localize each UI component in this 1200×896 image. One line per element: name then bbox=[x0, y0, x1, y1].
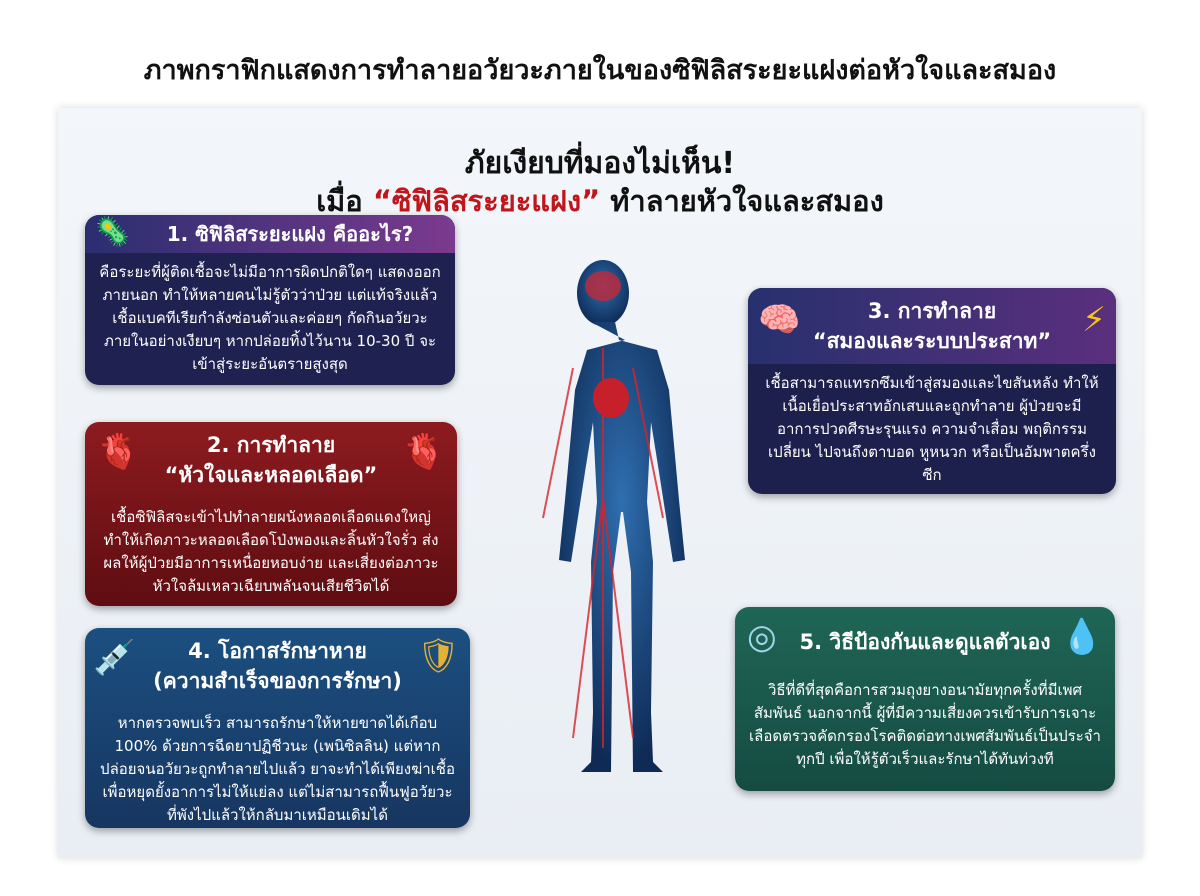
condom-icon: ◎ bbox=[747, 617, 777, 657]
panel-title: 5. วิธีป้องกันและดูแลตัวเอง bbox=[799, 630, 1051, 654]
panel-title: 1. ซิฟิลิสระยะแฝง คืออะไร? bbox=[85, 215, 455, 253]
panel-prevention: 5. วิธีป้องกันและดูแลตัวเอง วิธีที่ดีที่… bbox=[735, 607, 1115, 791]
infographic-poster: ภัยเงียบที่มองไม่เห็น! เมื่อ “ซิฟิลิสระย… bbox=[58, 108, 1142, 858]
page-title: ภาพกราฟิกแสดงการทำลายอวัยวะภายในของซิฟิล… bbox=[143, 55, 1057, 86]
panel-title-line1: 4. โอกาสรักษาหาย bbox=[188, 639, 367, 663]
germ-icon: 🦠 bbox=[95, 215, 130, 248]
panel-brain-damage: 3. การทำลาย “สมองและระบบประสาท” เชื้อสามา… bbox=[748, 288, 1116, 494]
heart-icon: 🫀 bbox=[97, 432, 140, 472]
panel-title-line2: “หัวใจและหลอดเลือด” bbox=[164, 463, 378, 487]
syringe-icon: 💉 bbox=[93, 638, 136, 678]
shield-check-icon: 🛡 bbox=[416, 636, 460, 676]
subheadline: เมื่อ “ซิฟิลิสระยะแฝง” ทำลายหัวใจและสมอง bbox=[58, 178, 1142, 224]
panel-body: เชื้อซิฟิลิสจะเข้าไปทำลายผนังหลอดเลือดแด… bbox=[103, 508, 439, 595]
brain-highlight bbox=[585, 271, 621, 301]
panel-treatment: 4. โอกาสรักษาหาย(ความสำเร็จของการรักษา) … bbox=[85, 628, 470, 828]
headline: ภัยเงียบที่มองไม่เห็น! bbox=[464, 146, 736, 181]
subheadline-prefix: เมื่อ bbox=[316, 184, 363, 218]
blood-drop-icon: 💧 bbox=[1060, 617, 1103, 657]
heart-highlight bbox=[593, 378, 629, 418]
panel-title-line2: (ความสำเร็จของการรักษา) bbox=[153, 669, 402, 693]
damaged-heart-icon: 🫀 bbox=[402, 432, 445, 472]
panel-title: 3. การทำลาย “สมองและระบบประสาท” bbox=[748, 288, 1116, 364]
panel-title-line1: 2. การทำลาย bbox=[206, 433, 336, 457]
subheadline-highlight: “ซิฟิลิสระยะแฝง” bbox=[372, 184, 601, 218]
panel-body: เชื้อสามารถแทรกซึมเข้าสู่สมองและไขสันหลั… bbox=[765, 374, 1099, 484]
panel-title: 4. โอกาสรักษาหาย (ความสำเร็จของการรักษา) bbox=[85, 628, 470, 704]
panel-title-line2: “สมองและระบบประสาท” bbox=[812, 329, 1052, 353]
panel-title-line1: 3. การทำลาย bbox=[867, 299, 997, 323]
brain-icon: 🧠 bbox=[758, 300, 801, 340]
panel-body: หากตรวจพบเร็ว สามารถรักษาให้หายขาดได้เกื… bbox=[100, 714, 455, 824]
human-body-illustration bbox=[542, 260, 685, 772]
panel-body: คือระยะที่ผู้ติดเชื้อจะไม่มีอาการผิดปกติ… bbox=[99, 263, 441, 373]
panel-what-is-latent-syphilis: 1. ซิฟิลิสระยะแฝง คืออะไร? คือระยะที่ผู้… bbox=[85, 215, 455, 385]
panel-title: 2. การทำลาย “หัวใจและหลอดเลือด” bbox=[85, 422, 457, 498]
head-lightning-icon: ⚡ bbox=[1082, 300, 1106, 340]
subheadline-suffix: ทำลายหัวใจและสมอง bbox=[610, 184, 884, 218]
panel-heart-damage: 2. การทำลาย “หัวใจและหลอดเลือด” เชื้อซิฟิ… bbox=[85, 422, 457, 606]
panel-body: วิธีที่ดีที่สุดคือการสวมถุงยางอนามัยทุกค… bbox=[749, 681, 1101, 768]
